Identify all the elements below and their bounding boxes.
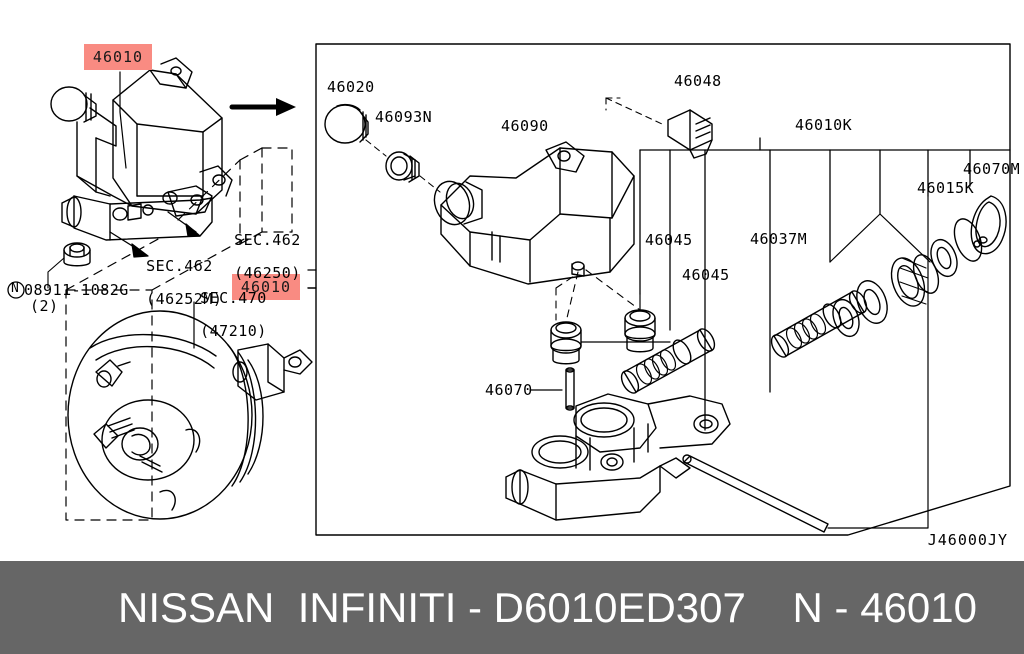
sec-462m-line2: (46252M) [146, 289, 223, 308]
projection-lines-left [65, 147, 293, 521]
assembly-axis-dashes [365, 139, 441, 193]
label-46037M: 46037M [750, 230, 808, 248]
seal-ring-extra [832, 298, 860, 338]
fastener-part-number: 08911-1082G [24, 281, 129, 299]
exploded-view-panel-border [315, 43, 1011, 536]
sec-ref-46252m: SEC.462 (46252M) [108, 242, 222, 323]
part-46070-pin [565, 367, 575, 411]
sec-462-line1: SEC.462 [234, 231, 301, 250]
footer-brand-text: NISSAN INFINITI - D6010ED307 N - 46010 [118, 583, 977, 631]
sec-470-line1: SEC.470 [200, 289, 267, 308]
sec-462m-line1: SEC.462 [146, 257, 213, 276]
brake-booster [67, 301, 313, 520]
label-46045-b: 46045 [682, 266, 730, 284]
label-46048: 46048 [674, 72, 722, 90]
label-46015K: 46015K [917, 179, 975, 197]
label-46093N: 46093N [375, 108, 433, 126]
label-46070: 46070 [485, 381, 533, 399]
highlight-46010-bottom[interactable]: 46010 [232, 274, 300, 300]
reservoir-grommet-dashes [555, 269, 641, 323]
sec-ref-47210: SEC.470 (47210) [162, 274, 267, 355]
label-46045-a: 46045 [645, 231, 693, 249]
part-46048-level-sensor [667, 109, 713, 159]
fastener-quantity: (2) [30, 297, 59, 315]
part-46045-grommet-a [550, 321, 582, 365]
diagram-reference-code: J46000JY [927, 531, 1008, 549]
label-46020: 46020 [327, 78, 375, 96]
master-cylinder-assembly-left [50, 57, 233, 241]
transfer-arrow [229, 98, 296, 116]
nut-08911-1082G-graphic [47, 242, 91, 289]
cylinder-body-exploded [505, 393, 731, 521]
highlight-46010-top[interactable]: 46010 [84, 44, 152, 70]
footer-bar: NISSAN INFINITI - D6010ED307 N - 46010 [0, 561, 1024, 654]
sec-ref-46250: SEC.462 (46250) [196, 216, 301, 297]
part-46045-grommet-b [624, 309, 656, 353]
leader-46015K [829, 213, 931, 263]
leader-46048-dash [605, 97, 663, 125]
label-46010K: 46010K [795, 116, 853, 134]
seal-ring-stack [856, 195, 1007, 324]
bracket-46010K [639, 137, 1011, 431]
part-46037M-piston-b [770, 290, 868, 358]
circled-n-icon: N [11, 281, 20, 296]
part-46093N-seal [385, 151, 420, 183]
sec-462-line2: (46250) [234, 263, 301, 282]
leader-46010-top [119, 71, 127, 169]
label-46070M: 46070M [963, 160, 1021, 178]
label-46090: 46090 [501, 117, 549, 135]
sec-arrows [109, 211, 201, 258]
part-46037M-piston-a [620, 328, 716, 394]
part-46090-reservoir [433, 141, 635, 285]
small-rod-lower [682, 454, 829, 533]
part-46020-reservoir-cap [324, 103, 369, 144]
sec-470-line2: (47210) [200, 321, 267, 340]
